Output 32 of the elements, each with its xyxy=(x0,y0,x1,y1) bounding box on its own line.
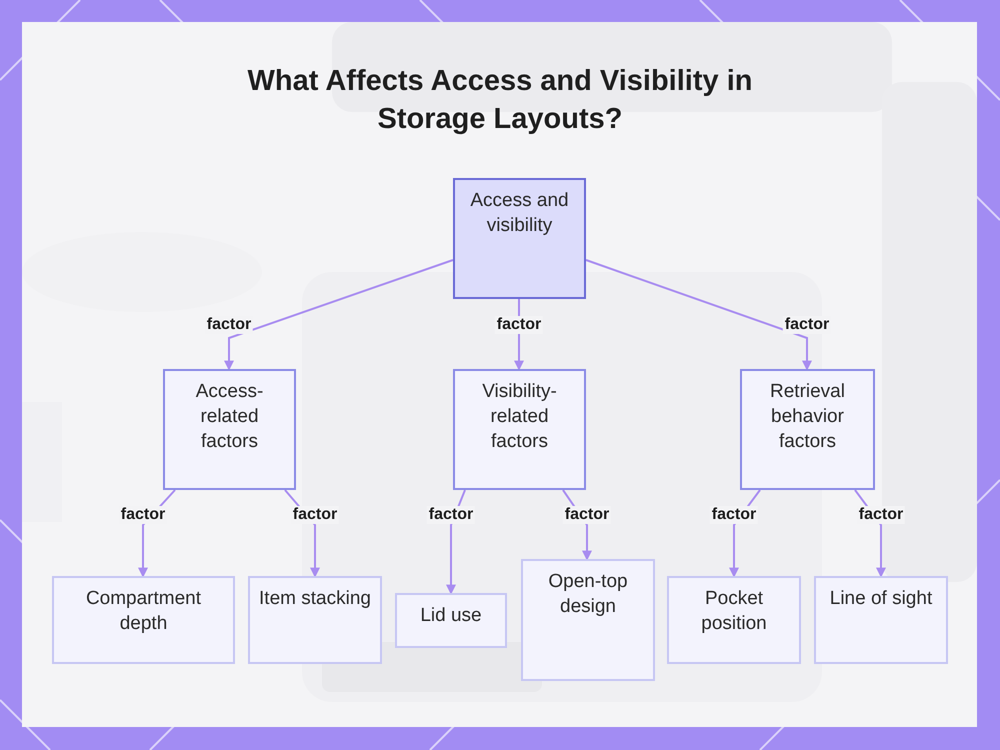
process-box xyxy=(395,593,507,648)
process-box xyxy=(52,576,235,664)
edge-label: factor xyxy=(290,506,340,524)
node-text: Open-top design xyxy=(547,570,629,619)
node-text: Lid use xyxy=(420,604,482,628)
edge-label: factor xyxy=(856,506,906,524)
process-box xyxy=(163,369,296,490)
node-text: Visibility-related factors xyxy=(481,380,558,454)
title: What Affects Access and Visibility in Storage Layouts? xyxy=(246,64,754,137)
node-text: Access and visibility xyxy=(469,189,570,238)
process-box xyxy=(453,178,586,299)
process-box xyxy=(521,559,655,681)
node-text: Retrieval behavior factors xyxy=(769,380,846,454)
edge-label: factor xyxy=(494,316,544,334)
process-box xyxy=(740,369,875,490)
node-text: Line of sight xyxy=(830,587,932,611)
connector-arrow xyxy=(586,259,812,371)
node-text: Access-related factors xyxy=(194,380,264,454)
process-box xyxy=(667,576,801,664)
process-box xyxy=(453,369,586,490)
edge-label: factor xyxy=(782,316,832,334)
node-text: Pocket position xyxy=(700,587,768,636)
edge-label: factor xyxy=(426,506,476,524)
process-box xyxy=(814,576,948,664)
connector-arrow xyxy=(224,259,454,371)
node-text: Compartment depth xyxy=(84,587,202,636)
edge-label: factor xyxy=(562,506,612,524)
process-box xyxy=(248,576,382,664)
node-text: Item stacking xyxy=(259,587,371,611)
edge-label: factor xyxy=(204,316,254,334)
edge-label: factor xyxy=(710,506,758,524)
edge-label: factor xyxy=(118,506,168,524)
